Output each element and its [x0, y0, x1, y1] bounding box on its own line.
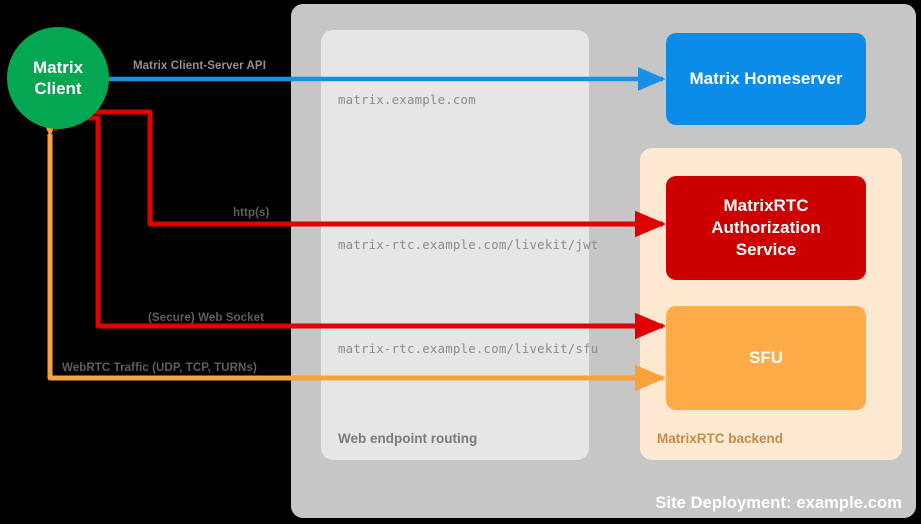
node-matrix-client[interactable]: Matrix Client: [7, 27, 109, 129]
node-sfu-label: SFU: [749, 348, 783, 367]
node-matrixrtc-authorization-service[interactable]: MatrixRTC Authorization Service: [666, 176, 866, 280]
connector-label-https: http(s): [233, 207, 270, 219]
node-auth-line2: Authorization: [711, 218, 821, 238]
node-sfu[interactable]: SFU: [666, 306, 866, 410]
node-matrix-homeserver[interactable]: Matrix Homeserver: [666, 33, 866, 125]
web-endpoint-routing-label: Web endpoint routing: [338, 431, 478, 446]
node-matrix-client-line1: Matrix: [32, 57, 84, 77]
node-auth-line3: Service: [735, 239, 797, 259]
matrixrtc-backend-label: MatrixRTC backend: [657, 431, 784, 446]
connector-webrtc: [36, 106, 667, 392]
connector-label-websocket: (Secure) Web Socket: [148, 312, 265, 324]
site-deployment-label: Site Deployment: example.com: [655, 494, 902, 512]
connector-label-webrtc: WebRTC Traffic (UDP, TCP, TURNs): [62, 362, 257, 374]
connector-label-cs-api: Matrix Client-Server API: [133, 60, 266, 72]
node-matrix-homeserver-label: Matrix Homeserver: [689, 69, 843, 88]
node-matrix-client-line2: Client: [34, 79, 82, 98]
connector-https: [64, 98, 667, 238]
node-auth-line1: MatrixRTC: [723, 196, 809, 216]
